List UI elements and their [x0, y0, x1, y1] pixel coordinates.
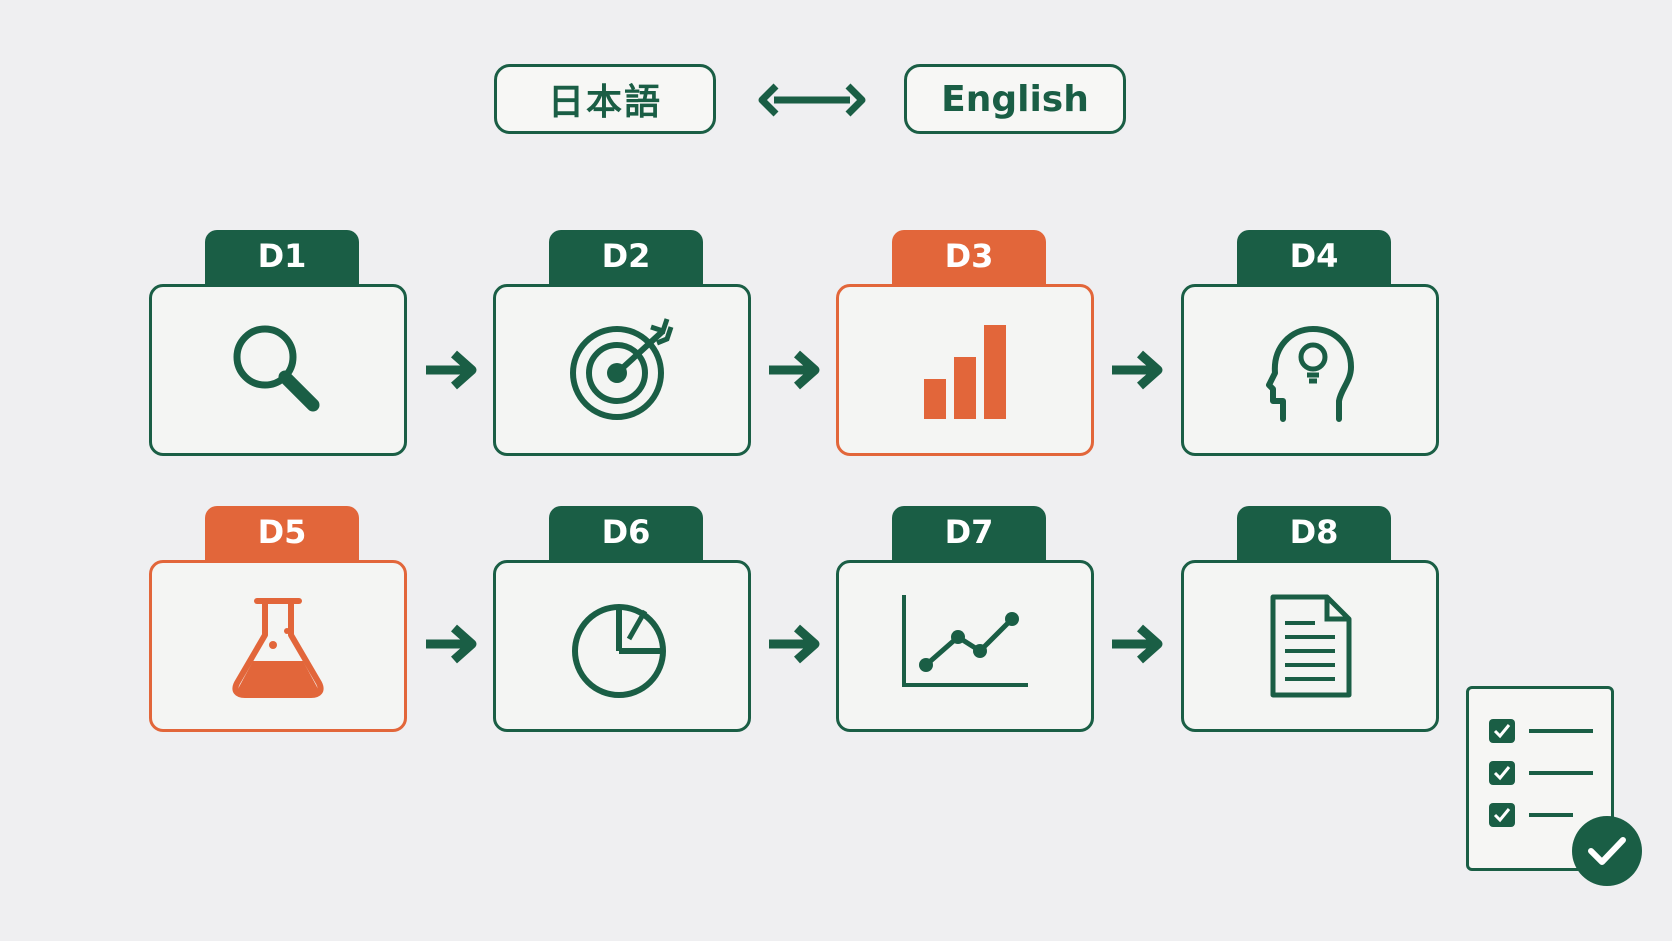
- document-icon: [1270, 594, 1352, 698]
- step-card: [493, 284, 751, 456]
- flow-arrow-icon: [1112, 624, 1163, 664]
- step-card: [149, 560, 407, 732]
- step-label: D4: [1237, 230, 1391, 286]
- pie-chart-icon: [572, 604, 666, 698]
- flow-arrow-icon: [426, 350, 477, 390]
- step-card: [149, 284, 407, 456]
- language-japanese: 日本語: [494, 64, 716, 134]
- magnifier-icon: [233, 325, 320, 412]
- flask-icon: [232, 598, 324, 698]
- language-english: English: [904, 64, 1126, 134]
- step-card: [836, 560, 1094, 732]
- checklist-icon: [1466, 686, 1614, 871]
- flow-arrow-icon: [1112, 350, 1163, 390]
- step-label: D2: [549, 230, 703, 286]
- flow-arrow-icon: [769, 350, 820, 390]
- step-d6: D6: [493, 506, 751, 732]
- step-card: [1181, 560, 1439, 732]
- step-d5: D5: [149, 506, 407, 732]
- step-d3: D3: [836, 230, 1094, 456]
- step-d2: D2: [493, 230, 751, 456]
- checklist-lines: [1489, 719, 1593, 827]
- step-label: D7: [892, 506, 1046, 562]
- flow-arrow-icon: [426, 624, 477, 664]
- step-label: D8: [1237, 506, 1391, 562]
- step-label: D3: [892, 230, 1046, 286]
- bidirectional-arrow-icon: [758, 83, 866, 117]
- bar-chart-icon: [924, 325, 1006, 419]
- step-label: D1: [205, 230, 359, 286]
- step-card: [836, 284, 1094, 456]
- checkmark-badge-icon: [1572, 816, 1642, 886]
- step-d7: D7: [836, 506, 1094, 732]
- step-label: D5: [205, 506, 359, 562]
- step-label: D6: [549, 506, 703, 562]
- head-lightbulb-icon: [1266, 326, 1354, 422]
- flow-arrow-icon: [769, 624, 820, 664]
- step-card: [1181, 284, 1439, 456]
- line-chart-icon: [902, 595, 1028, 687]
- step-d8: D8: [1181, 506, 1439, 732]
- target-arrow-icon: [570, 318, 674, 420]
- step-d4: D4: [1181, 230, 1439, 456]
- step-d1: D1: [149, 230, 407, 456]
- step-card: [493, 560, 751, 732]
